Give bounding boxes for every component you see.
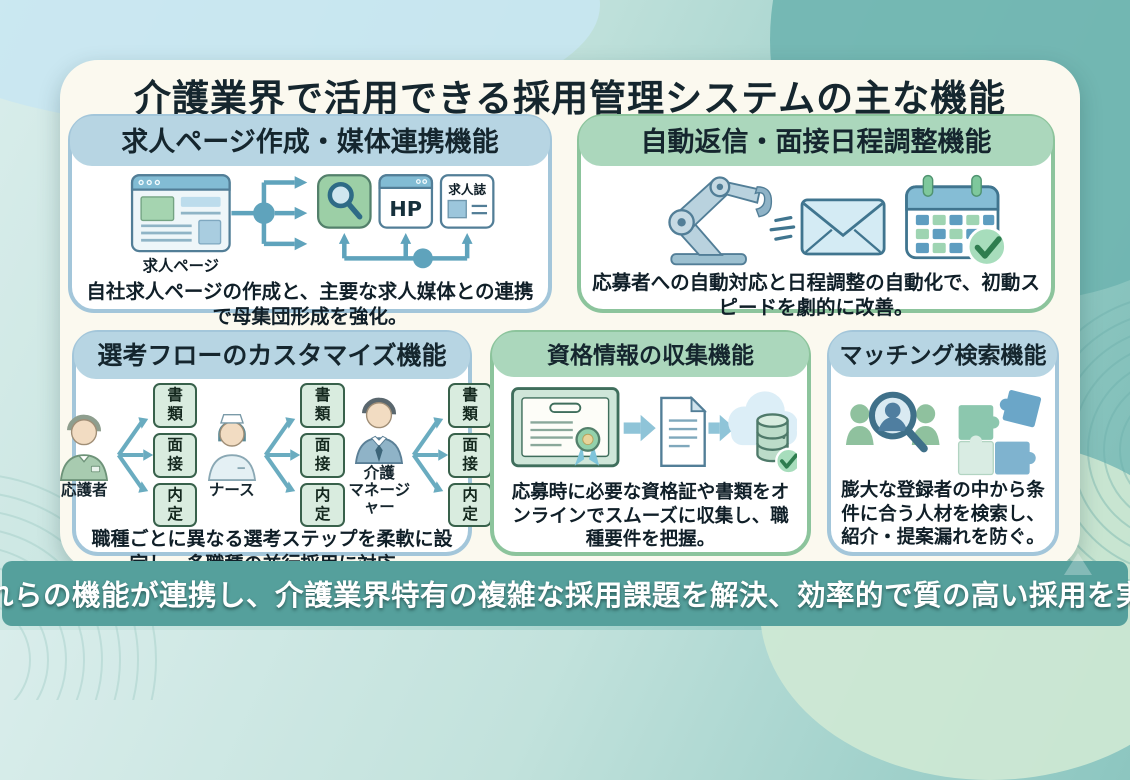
card-qualification-description: 応募時に必要な資格証や書類をオンラインでスムーズに収集し、職種要件を把握。 <box>511 482 790 551</box>
job-page-media-diagram: 求人ページ HP <box>130 174 495 275</box>
step-badge: 書類 <box>152 383 198 428</box>
flow-arrows <box>264 417 301 493</box>
step-badge: 内定 <box>447 482 493 528</box>
cloud-database-icon <box>727 391 797 475</box>
email-icon <box>800 198 886 256</box>
card-job-page-media: 求人ページ作成・媒体連携機能 求人ページ <box>68 114 552 328</box>
card-flow-customize: 選考フローのカスタマイズ機能 応護者 <box>60 330 493 575</box>
card-qualification-title: 資格情報の収集機能 <box>492 332 809 377</box>
certificate-icon <box>510 387 619 468</box>
card-matching-description: 膨大な登録者の中から条件に合う人材を検索し、紹介・提案漏れを防ぐ。 <box>841 480 1045 549</box>
job-page-source-label: 求人ページ <box>143 256 219 275</box>
footer-banner-text: これらの機能が連携し、介護業界特有の複雑な採用課題を解決、効率的で質の高い採用を… <box>0 579 1130 612</box>
puzzle-pieces-icon <box>957 390 1042 476</box>
card-job-page-title: 求人ページ作成・媒体連携機能 <box>70 116 550 166</box>
page-title: 介護業界で活用できる採用管理システムの主な機能 <box>133 77 1007 120</box>
flow-arrows <box>411 417 448 493</box>
calendar-check-icon <box>905 174 1007 267</box>
card-job-page-description: 自社求人ページの作成と、主要な求人媒体との連携で母集団形成を強化。 <box>86 280 534 328</box>
search-engine-icon <box>317 174 372 229</box>
role-group-care-manager: 介護 マネージャー 書類 面接 内定 <box>347 383 493 528</box>
care-manager-person-icon <box>355 397 404 465</box>
role-label-nurse: ナース <box>208 481 255 500</box>
card-auto-reply-scheduling: 自動返信・面接日程調整機能 <box>577 114 1055 319</box>
job-magazine-icon: 求人誌 <box>439 174 495 229</box>
footer-banner: これらの機能が連携し、介護業界特有の複雑な採用課題を解決、効率的で質の高い採用を… <box>0 561 1130 626</box>
flow-arrows <box>116 417 153 493</box>
matching-diagram <box>845 390 1042 476</box>
step-badge: 面接 <box>447 432 493 478</box>
banner-arrow-decoration <box>1064 553 1092 575</box>
roles-row: 応護者 書類 面接 内定 <box>60 383 493 528</box>
step-badge: 書類 <box>447 383 493 428</box>
card-qualification-collection: 資格情報の収集機能 <box>490 330 811 556</box>
people-search-icon <box>845 391 940 453</box>
step-badge: 面接 <box>300 432 345 478</box>
step-badge: 内定 <box>300 482 345 528</box>
magazine-label: 求人誌 <box>448 182 486 197</box>
step-badge: 面接 <box>152 432 198 478</box>
role-group-nurse: ナース 書類 面接 内定 <box>199 383 345 528</box>
card-auto-reply-title: 自動返信・面接日程調整機能 <box>579 116 1053 166</box>
card-matching-search: マッチング検索機能 <box>827 330 1059 556</box>
step-badge: 書類 <box>300 383 345 428</box>
motion-lines <box>769 216 796 241</box>
nurse-person-icon <box>207 414 256 482</box>
media-sync-connector <box>338 233 473 269</box>
card-auto-reply-description: 応募者への自動対応と日程調整の自動化で、初動スピードを劇的に改善。 <box>592 271 1040 319</box>
arrow-right-1 <box>623 414 656 442</box>
role-group-applicant: 応護者 書類 面接 内定 <box>52 383 198 528</box>
browser-window-icon <box>130 174 231 253</box>
qualification-diagram <box>510 387 797 475</box>
step-badge: 内定 <box>152 482 198 528</box>
applicant-person-icon <box>60 414 109 482</box>
arrow-right-2 <box>707 414 735 442</box>
hp-label: HP <box>389 197 422 221</box>
hp-site-icon: HP <box>378 174 434 229</box>
robot-arm-icon <box>668 176 773 266</box>
role-label-care-manager: 介護 マネージャー <box>348 464 411 517</box>
auto-reply-diagram <box>668 174 1007 267</box>
branch-connector <box>231 176 308 251</box>
card-flow-title: 選考フローのカスタマイズ機能 <box>74 332 470 379</box>
role-label-applicant: 応護者 <box>61 481 108 500</box>
card-matching-title: マッチング検索機能 <box>829 332 1057 377</box>
document-icon <box>659 395 707 467</box>
